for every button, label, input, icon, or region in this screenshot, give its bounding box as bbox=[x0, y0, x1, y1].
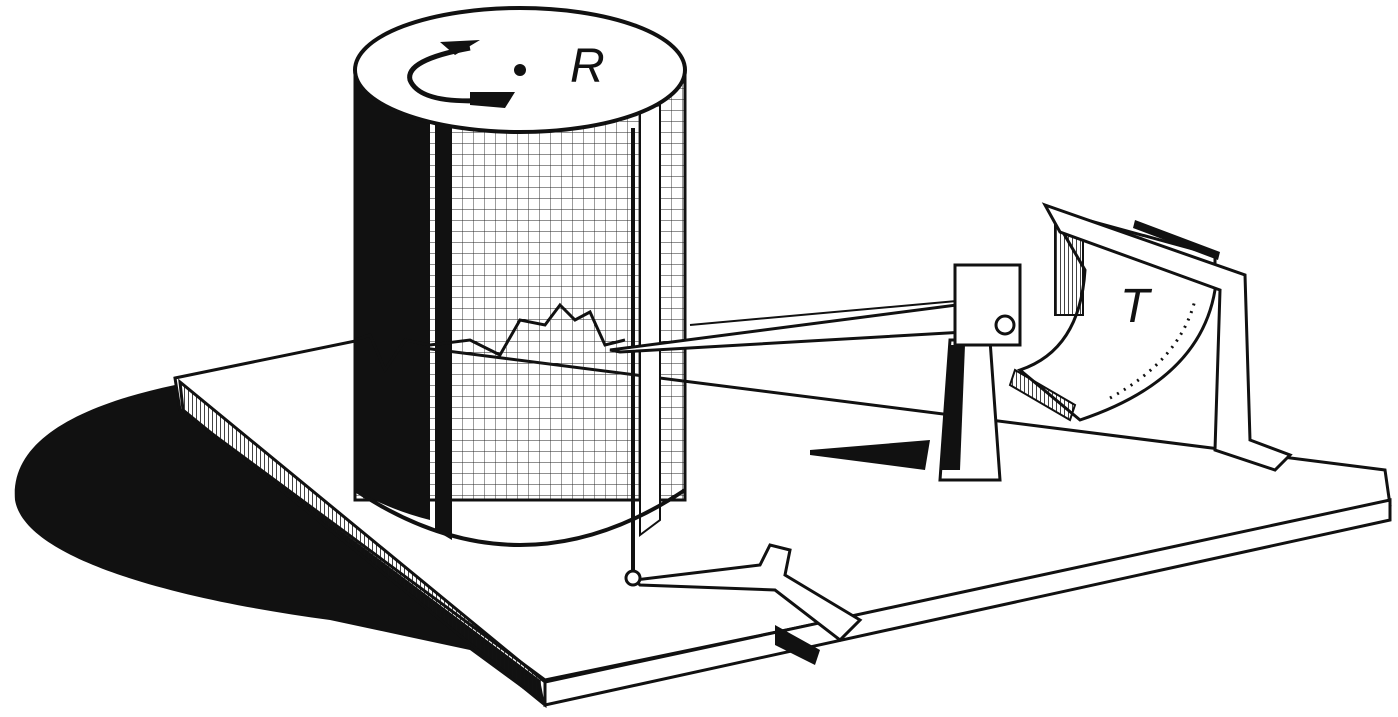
rotation-arrow-icon bbox=[407, 45, 491, 104]
pivot-stand bbox=[810, 263, 1022, 482]
base-shadow bbox=[14, 385, 545, 705]
strip-label: T bbox=[1120, 280, 1153, 333]
base-plate bbox=[14, 338, 1392, 709]
base-edge-right bbox=[543, 498, 1392, 707]
drum-label: R bbox=[570, 40, 605, 93]
strip-bracket bbox=[1041, 202, 1293, 472]
drum-axle bbox=[514, 64, 526, 76]
recording-drum: R bbox=[353, 6, 687, 578]
recorded-trace bbox=[354, 302, 626, 374]
clamp-lever bbox=[624, 543, 863, 665]
